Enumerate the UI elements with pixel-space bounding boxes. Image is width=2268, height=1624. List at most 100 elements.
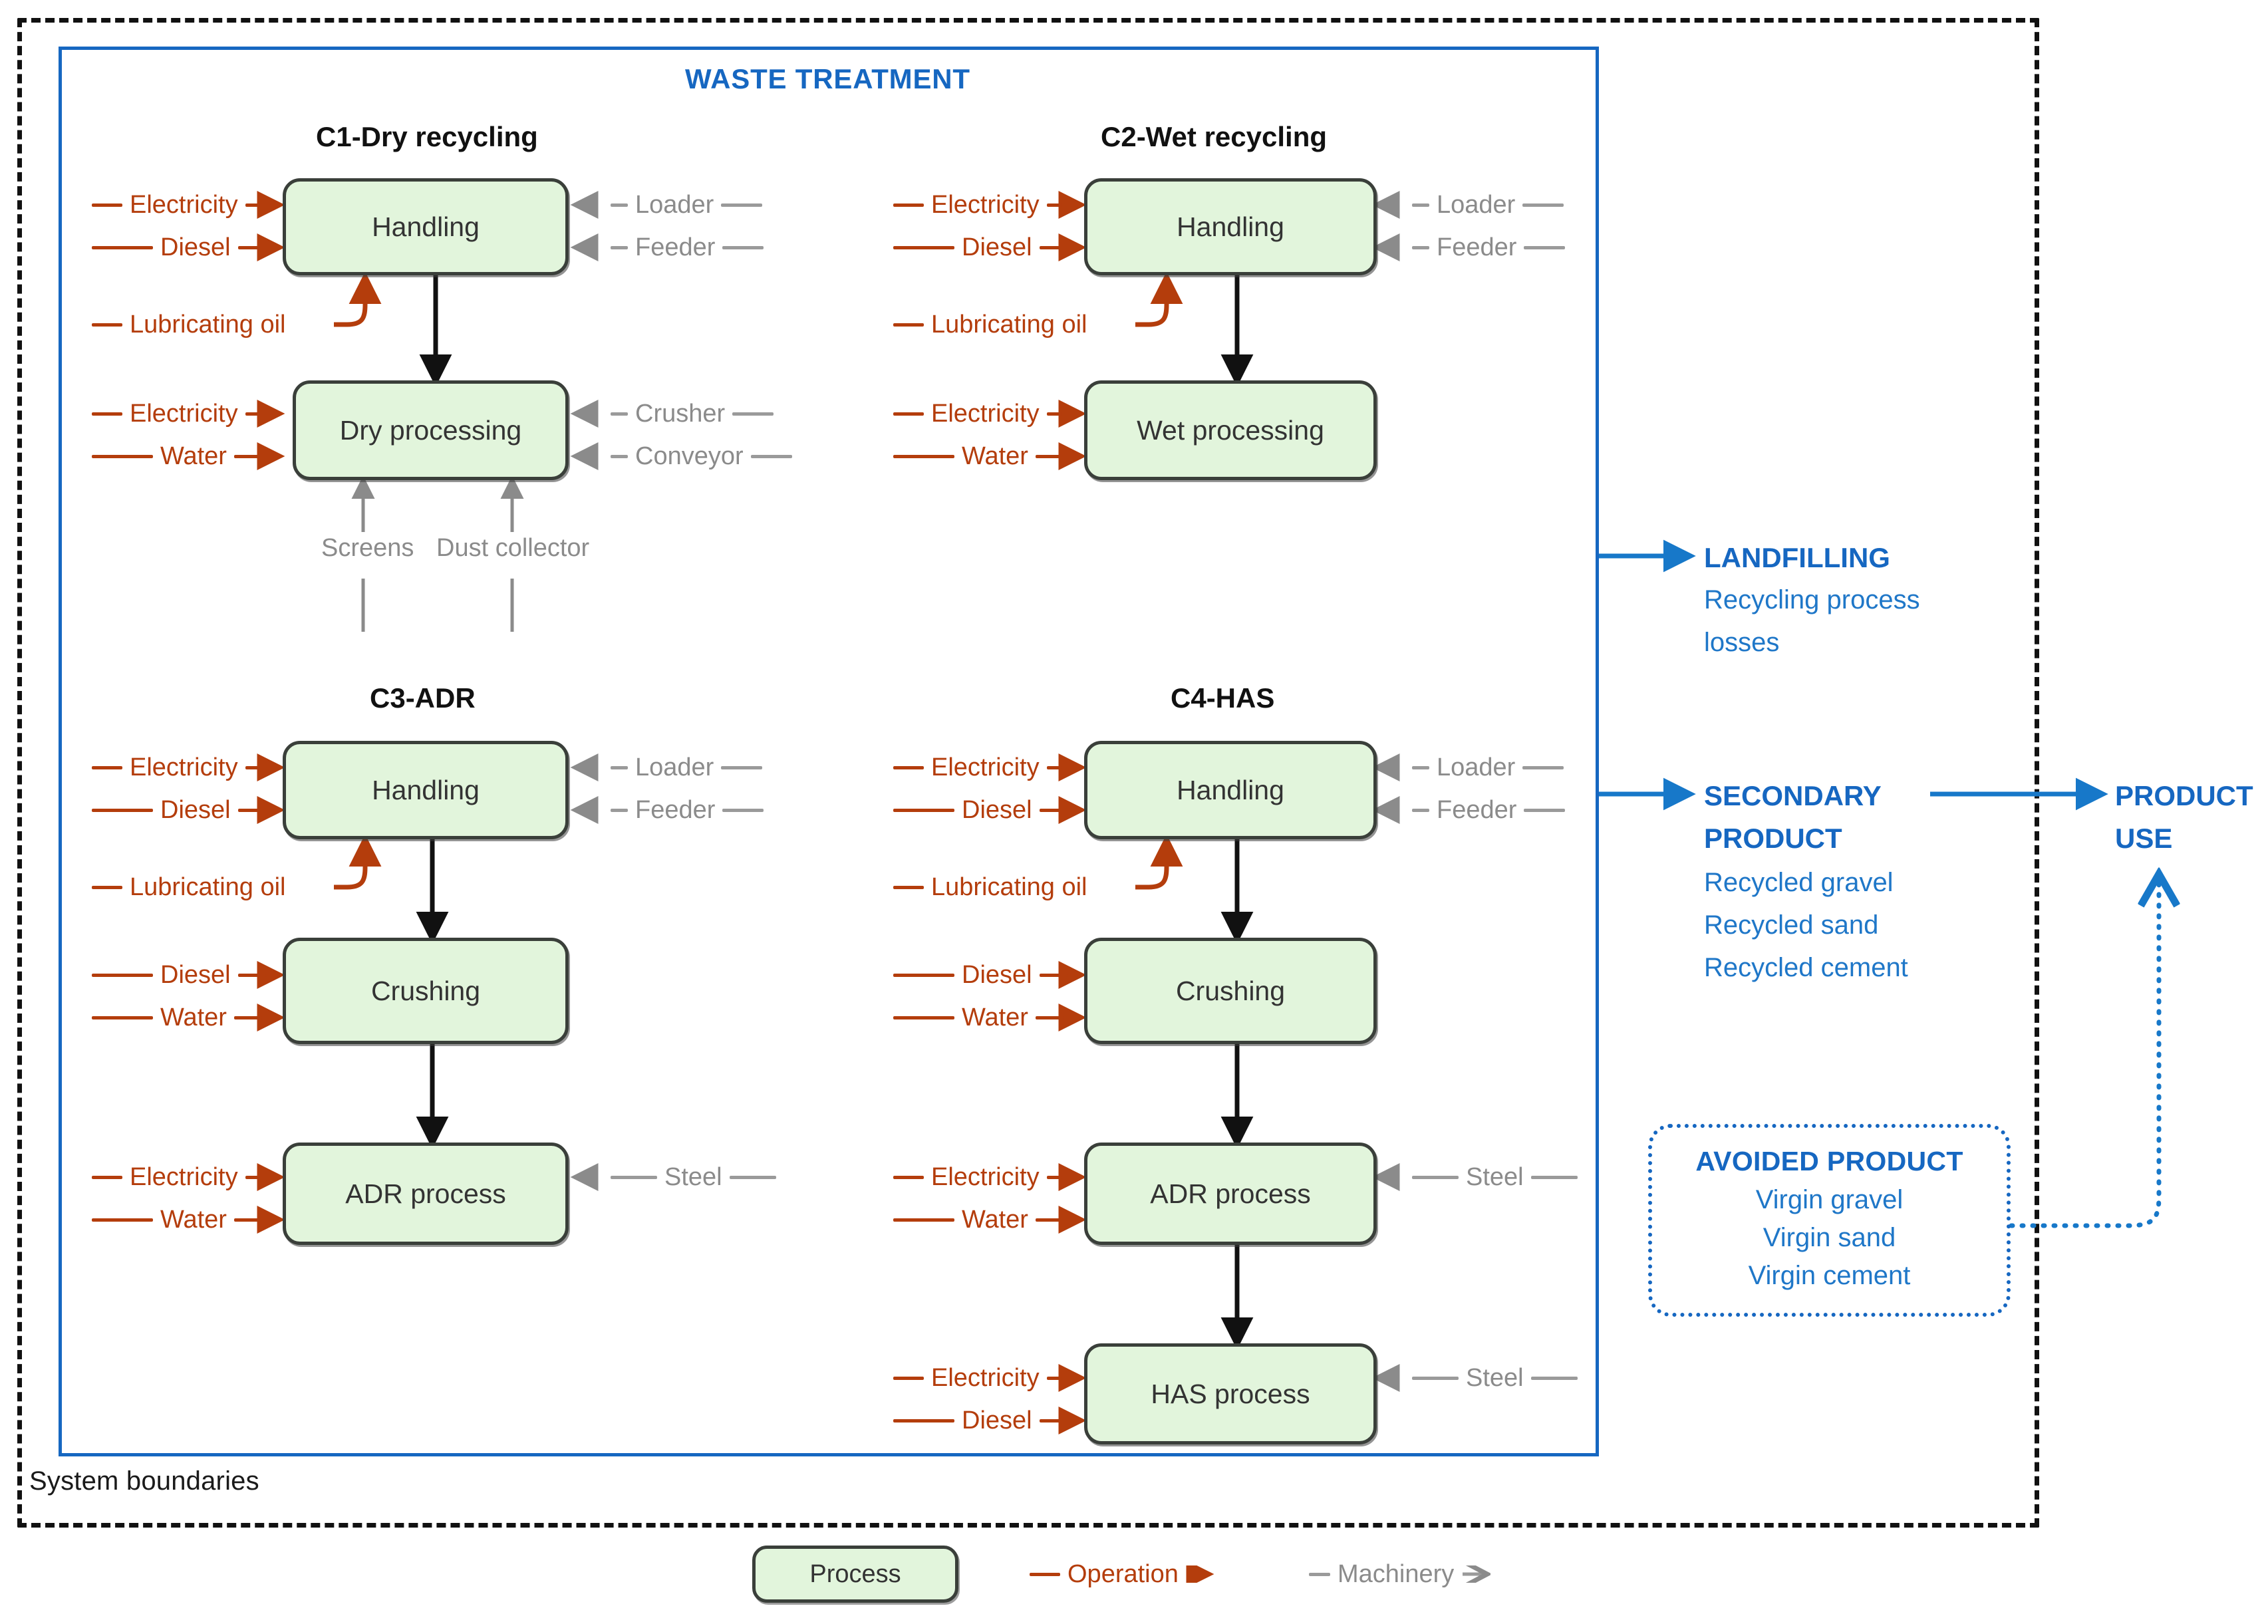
flow-c3-crushing-op-diesel: Diesel xyxy=(92,962,266,988)
flow-c2-handling-mach-loader: Loader xyxy=(1412,192,1564,217)
landfilling-heading: LANDFILLING xyxy=(1704,542,1890,573)
flow-c4-has-mach-steel: Steel xyxy=(1412,1365,1578,1391)
process-label: Crushing xyxy=(370,975,481,1006)
legend-machinery-label: Machinery xyxy=(1338,1560,1455,1588)
process-label: Handling xyxy=(372,774,480,805)
secondary-product-line-1: Recycled gravel xyxy=(1704,868,1894,897)
flow-label: Electricity xyxy=(931,191,1040,219)
flow-c1-handling-mach-loader: Loader xyxy=(611,191,763,219)
flow-c1-handling-op-lubricating-oil: Lubricating oil xyxy=(92,312,293,337)
flow-c1-dry-op-water: Water xyxy=(92,444,274,469)
flow-c3-handling-op-lubricating-oil: Lubricating oil xyxy=(92,875,293,900)
flow-label: Electricity xyxy=(931,400,1040,428)
flow-label: Screens xyxy=(321,534,414,562)
flow-label: Feeder xyxy=(1437,796,1517,824)
legend-operation-item: Operation xyxy=(1030,1561,1223,1587)
landfilling-line-1: Recycling process xyxy=(1704,585,1920,614)
process-box-c3-adr-process[interactable]: ADR process xyxy=(283,1143,569,1245)
flow-label: Electricity xyxy=(931,753,1040,781)
flow-c3-crushing-op-water: Water xyxy=(92,1005,262,1030)
flow-c2-handling-op-lubricating-oil: Lubricating oil xyxy=(893,312,1094,337)
flow-label: Electricity xyxy=(931,1163,1040,1191)
flow-label: Electricity xyxy=(130,191,238,219)
flow-c1-dry-mach-screens: Screens xyxy=(314,535,421,561)
flow-label: Water xyxy=(160,1206,227,1234)
flow-c2-handling-op-electricity: Electricity xyxy=(893,192,1062,217)
secondary-product-heading-line-1: SECONDARY xyxy=(1704,780,1882,811)
process-label: HAS process xyxy=(1151,1378,1310,1409)
process-box-c2-handling[interactable]: Handling xyxy=(1084,178,1377,275)
process-box-c2-wet-processing[interactable]: Wet processing xyxy=(1084,380,1377,480)
flow-c4-handling-op-electricity: Electricity xyxy=(893,755,1062,780)
flow-label: Lubricating oil xyxy=(130,873,286,901)
flow-label: Feeder xyxy=(635,796,716,824)
process-box-c4-has-process[interactable]: HAS process xyxy=(1084,1343,1377,1444)
flow-label: Crusher xyxy=(635,400,726,428)
legend-process-swatch: Process xyxy=(752,1546,958,1603)
process-label: Handling xyxy=(1177,211,1284,242)
flow-label: Steel xyxy=(1466,1163,1524,1191)
flow-label: Diesel xyxy=(160,233,231,261)
flow-label: Feeder xyxy=(1437,233,1517,261)
flow-label: Steel xyxy=(1466,1364,1524,1392)
flow-c4-adr-mach-steel: Steel xyxy=(1412,1164,1578,1190)
flow-label: Diesel xyxy=(962,1407,1032,1434)
flow-label: Water xyxy=(962,1206,1028,1234)
process-box-c3-crushing[interactable]: Crushing xyxy=(283,938,569,1044)
process-box-c3-handling[interactable]: Handling xyxy=(283,741,569,839)
flow-c1-handling-mach-feeder: Feeder xyxy=(611,235,764,260)
process-box-c1-handling[interactable]: Handling xyxy=(283,178,569,275)
secondary-product-line-2: Recycled sand xyxy=(1704,910,1879,940)
flow-label: Diesel xyxy=(962,233,1032,261)
flow-label: Water xyxy=(962,442,1028,470)
flow-c1-dry-mach-conveyor: Conveyor xyxy=(611,444,792,469)
process-label: Wet processing xyxy=(1137,414,1324,446)
flow-c2-wet-op-electricity: Electricity xyxy=(893,401,1062,426)
flow-label: Diesel xyxy=(160,961,231,989)
secondary-product-line-3: Recycled cement xyxy=(1704,953,1908,982)
flow-label: Dust collector xyxy=(436,534,590,562)
flow-c4-adr-op-water: Water xyxy=(893,1207,1075,1232)
flow-label: Electricity xyxy=(130,400,238,428)
flow-c1-handling-op-electricity: Electricity xyxy=(92,192,260,217)
flow-label: Loader xyxy=(635,753,714,781)
flow-label: Loader xyxy=(635,191,714,219)
flow-label: Diesel xyxy=(160,796,231,824)
scenario-title-c1: C1-Dry recycling xyxy=(316,121,538,152)
flow-c3-handling-mach-feeder: Feeder xyxy=(611,797,764,823)
flow-c3-handling-op-diesel: Diesel xyxy=(92,797,279,823)
flow-c1-dry-mach-crusher: Crusher xyxy=(611,401,774,426)
operation-arrow-icon xyxy=(1186,1565,1214,1583)
flow-c1-dry-op-electricity: Electricity xyxy=(92,401,260,426)
process-label: Dry processing xyxy=(339,414,522,446)
flow-label: Feeder xyxy=(635,233,716,261)
scenario-title-c4: C4-HAS xyxy=(1171,682,1275,714)
flow-c1-dry-mach-dust-collector: Dust collector xyxy=(429,535,597,561)
avoided-product-line-1: Virgin gravel xyxy=(1755,1185,1904,1215)
flow-label: Loader xyxy=(1437,191,1516,219)
system-boundary-dashed-box xyxy=(17,18,2039,1528)
process-box-c4-handling[interactable]: Handling xyxy=(1084,741,1377,839)
flow-label: Lubricating oil xyxy=(130,311,286,338)
flow-c4-has-op-electricity: Electricity xyxy=(893,1365,1062,1391)
process-box-c1-dry-processing[interactable]: Dry processing xyxy=(293,380,569,480)
flow-label: Water xyxy=(160,442,227,470)
product-use-heading-line-1: PRODUCT xyxy=(2115,780,2253,811)
process-box-c4-crushing[interactable]: Crushing xyxy=(1084,938,1377,1044)
avoided-product-box: AVOIDED PRODUCT Virgin gravel Virgin san… xyxy=(1648,1124,2011,1317)
process-box-c4-adr-process[interactable]: ADR process xyxy=(1084,1143,1377,1245)
flow-c3-adr-op-electricity: Electricity xyxy=(92,1164,260,1190)
scenario-title-c3: C3-ADR xyxy=(370,682,476,714)
waste-treatment-title: WASTE TREATMENT xyxy=(685,63,970,94)
flow-label: Diesel xyxy=(962,961,1032,989)
avoided-product-line-3: Virgin cement xyxy=(1748,1260,1911,1290)
flow-c1-handling-op-diesel: Diesel xyxy=(92,235,279,260)
flow-c4-handling-op-lubricating-oil: Lubricating oil xyxy=(893,875,1094,900)
legend-process-label: Process xyxy=(809,1559,901,1588)
flow-label: Diesel xyxy=(962,796,1032,824)
product-use-heading-line-2: USE xyxy=(2115,823,2173,854)
flow-c3-adr-op-water: Water xyxy=(92,1207,274,1232)
flow-c2-handling-op-diesel: Diesel xyxy=(893,235,1081,260)
process-label: Handling xyxy=(1177,774,1284,805)
